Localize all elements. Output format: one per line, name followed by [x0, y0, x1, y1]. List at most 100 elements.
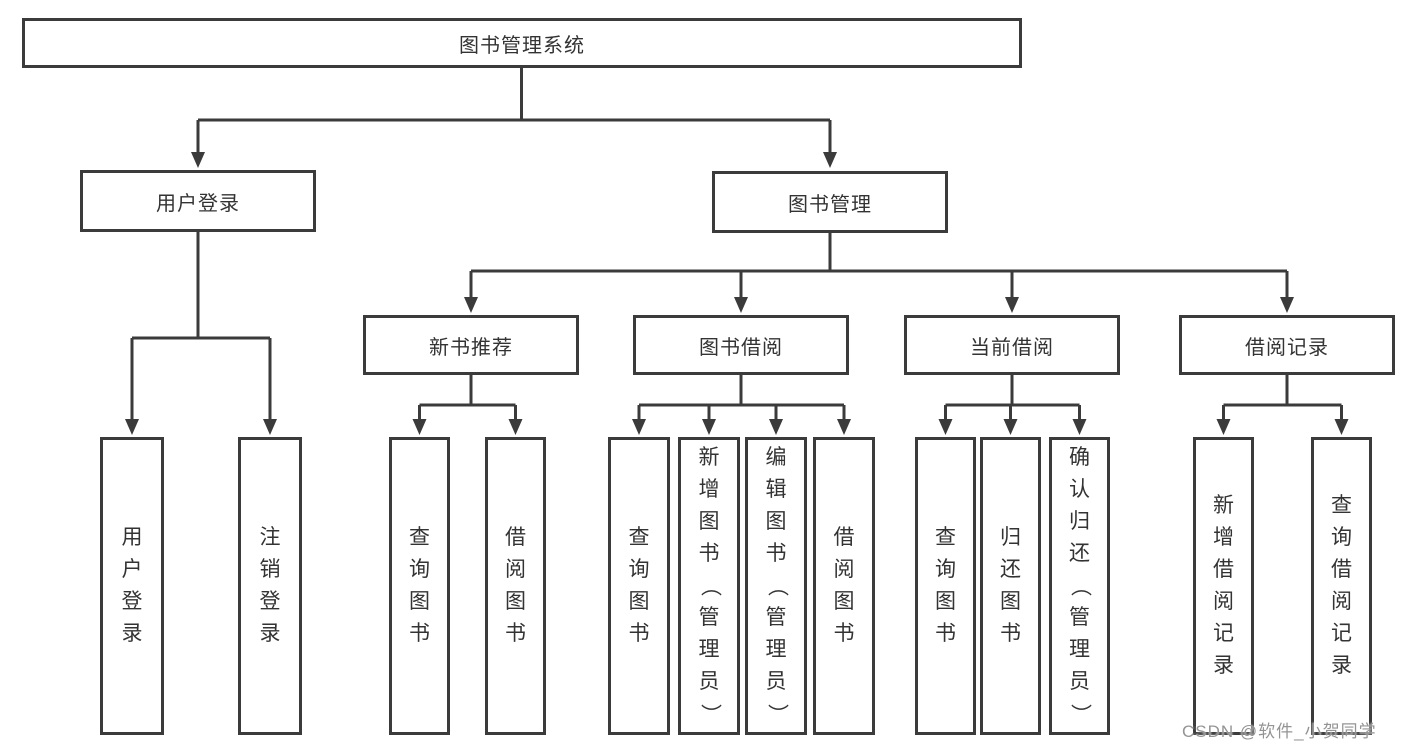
vertical-char: 录	[1213, 654, 1234, 677]
arrow-down-icon	[1005, 297, 1019, 313]
arrow-down-icon	[769, 419, 783, 435]
arrow-down-icon	[125, 419, 139, 435]
arrow-down-icon	[1216, 419, 1231, 435]
arrow-down-icon	[191, 152, 205, 168]
vertical-char: 新	[1213, 494, 1234, 517]
vertical-char: 图	[698, 510, 720, 533]
vertical-char: 书	[1000, 622, 1021, 645]
vertical-char: 借	[1213, 558, 1234, 581]
vertical-char: 图	[409, 590, 430, 613]
vertical-char: 书	[628, 622, 650, 645]
leaf-bb-add-books-admin: 新增图书（管理员）	[678, 437, 740, 735]
vertical-char: ）	[765, 703, 788, 725]
vertical-char: 询	[1331, 526, 1352, 549]
arrow-down-icon	[702, 419, 716, 435]
vertical-char: 理	[1069, 638, 1090, 661]
arrow-down-icon	[823, 152, 837, 168]
node-label: 图书管理	[788, 193, 872, 216]
vertical-char: 员	[698, 670, 720, 693]
node-label: 当前借阅	[970, 336, 1054, 359]
csdn-watermark: CSDN @软件_小贺同学	[1182, 722, 1377, 741]
arrow-down-icon	[938, 419, 953, 435]
vertical-char: 录	[259, 622, 281, 645]
vertical-char: 书	[935, 622, 956, 645]
vertical-char: 书	[833, 622, 855, 645]
leaf-br-query-record: 查询借阅记录	[1311, 437, 1372, 735]
leaf-br-add-record: 新增借阅记录	[1193, 437, 1254, 735]
leaf-nbr-query-books: 查询图书	[389, 437, 450, 735]
vertical-char: 记	[1331, 622, 1352, 645]
vertical-char: 归	[1069, 510, 1090, 533]
vertical-char: 编	[765, 446, 787, 469]
arrow-down-icon	[263, 419, 277, 435]
leaf-nbr-borrow-books: 借阅图书	[485, 437, 546, 735]
node-label: 新书推荐	[429, 336, 513, 359]
arrow-down-icon	[508, 419, 523, 435]
vertical-char: 注	[259, 526, 281, 549]
arrow-down-icon	[412, 419, 427, 435]
vertical-char: 归	[1000, 526, 1021, 549]
leaf-cb-return-books: 归还图书	[980, 437, 1041, 735]
vertical-char: 书	[505, 622, 526, 645]
node-new-book-recommendation: 新书推荐	[363, 315, 579, 375]
vertical-char: 还	[1069, 542, 1090, 565]
vertical-char: 管	[765, 606, 787, 629]
vertical-char: 阅	[833, 558, 855, 581]
vertical-char: ）	[1068, 703, 1092, 725]
vertical-char: 确	[1069, 446, 1090, 469]
vertical-char: 查	[935, 526, 956, 549]
vertical-char: 图	[765, 510, 787, 533]
leaf-bb-borrow-books: 借阅图书	[813, 437, 875, 735]
vertical-char: （	[765, 575, 788, 597]
vertical-char: 还	[1000, 558, 1021, 581]
vertical-char: 户	[121, 558, 143, 581]
vertical-char: 理	[765, 638, 787, 661]
vertical-char: 阅	[1331, 590, 1352, 613]
node-label: 图书借阅	[699, 336, 783, 359]
node-label: 用户登录	[156, 192, 240, 215]
arrow-down-icon	[734, 297, 748, 313]
vertical-char: 图	[628, 590, 650, 613]
connector-lines	[130, 68, 1343, 421]
leaf-bb-query-books: 查询图书	[608, 437, 670, 735]
vertical-char: ）	[698, 703, 721, 725]
vertical-char: 登	[259, 590, 281, 613]
leaf-cb-confirm-return-admin: 确认归还 （ 管理员 ）	[1049, 437, 1110, 735]
leaf-user-login: 用户登录	[100, 437, 164, 735]
vertical-char: 查	[628, 526, 650, 549]
vertical-char: 新	[698, 446, 720, 469]
arrow-down-icon	[464, 297, 478, 313]
arrow-down-icon	[1334, 419, 1349, 435]
vertical-char: 辑	[765, 478, 787, 501]
node-root-label: 图书管理系统	[459, 34, 585, 57]
node-borrowing-records: 借阅记录	[1179, 315, 1395, 375]
vertical-char: 询	[628, 558, 650, 581]
vertical-char: 记	[1213, 622, 1234, 645]
vertical-char: 管	[1069, 606, 1090, 629]
vertical-char: （	[1068, 575, 1092, 597]
vertical-char: 书	[765, 542, 787, 565]
vertical-char: 认	[1069, 478, 1090, 501]
vertical-char: 询	[935, 558, 956, 581]
vertical-char: 登	[121, 590, 143, 613]
vertical-char: 员	[1069, 670, 1090, 693]
vertical-char: 图	[833, 590, 855, 613]
vertical-char: 书	[698, 542, 720, 565]
arrow-down-icon	[1003, 419, 1018, 435]
node-label: 借阅记录	[1245, 336, 1329, 359]
vertical-char: 借	[833, 526, 855, 549]
node-root: 图书管理系统	[22, 18, 1022, 68]
vertical-char: 图	[1000, 590, 1021, 613]
node-user-login: 用户登录	[80, 170, 316, 232]
vertical-char: 书	[409, 622, 430, 645]
node-book-management: 图书管理	[712, 171, 948, 233]
node-current-borrowing: 当前借阅	[904, 315, 1120, 375]
leaf-bb-edit-books-admin: 编辑图书（管理员）	[745, 437, 807, 735]
vertical-char: 销	[259, 558, 281, 581]
vertical-char: 录	[1331, 654, 1352, 677]
vertical-char: 借	[505, 526, 526, 549]
node-book-borrowing: 图书借阅	[633, 315, 849, 375]
vertical-char: 增	[698, 478, 720, 501]
